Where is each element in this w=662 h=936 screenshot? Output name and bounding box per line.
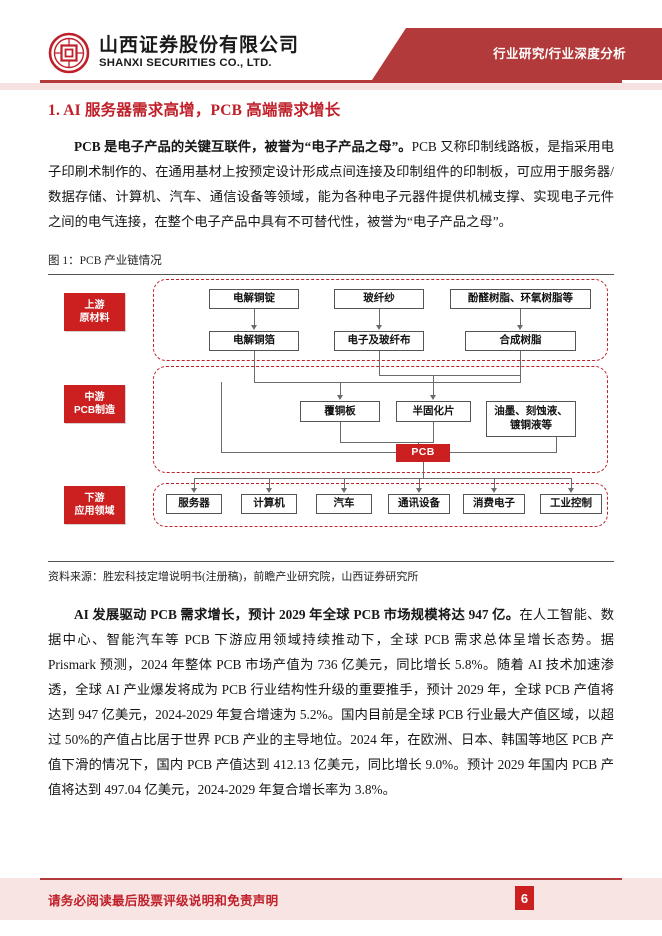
figure-pcb-value-chain: 上游 原材料 中游 PCB制造 下游 应用领域 电解铜锭 玻纤纱 酚醛树脂、环氧… bbox=[48, 274, 614, 562]
stage-label-upstream: 上游 原材料 bbox=[64, 293, 125, 331]
node-pcb: PCB bbox=[396, 444, 450, 462]
node-electronic-glass-cloth: 电子及玻纤布 bbox=[334, 331, 424, 351]
company-name-block: 山西证券股份有限公司 SHANXI SECURITIES CO., LTD. bbox=[99, 35, 299, 71]
arrow-drop-industrial-icon bbox=[568, 488, 574, 493]
footer-disclaimer: 请务必阅读最后股票评级说明和免责声明 bbox=[48, 894, 279, 908]
connector-drop-consumer bbox=[494, 478, 495, 489]
header-red-banner bbox=[372, 28, 662, 80]
connector-downstream-bus bbox=[194, 478, 571, 479]
stage-label-downstream: 下游 应用领域 bbox=[64, 486, 125, 524]
arrow-drop-comms-icon bbox=[416, 488, 422, 493]
arrow-drop-consumer-icon bbox=[491, 488, 497, 493]
figure-caption: 图 1：PCB 产业链情况 bbox=[48, 255, 162, 267]
stage-midstream-line1: 中游 bbox=[84, 391, 105, 403]
connector-bus-inner bbox=[379, 375, 521, 376]
connector-drop-auto bbox=[344, 478, 345, 489]
paragraph-1-lead: PCB 是电子产品的关键互联件，被誉为“电子产品之母”。 bbox=[74, 139, 412, 154]
connector-foil-to-pcb-vertical bbox=[221, 382, 222, 452]
connector-foil-to-pcb-horizontal bbox=[221, 452, 397, 453]
arrow-resin-to-synthetic-icon bbox=[517, 325, 523, 330]
paragraph-ai-demand: AI 发展驱动 PCB 需求增长，预计 2029 年全球 PCB 市场规模将达 … bbox=[48, 602, 614, 802]
node-industrial-control: 工业控制 bbox=[540, 494, 602, 514]
page-header: 行业研究/行业深度分析 山西证券股份有限公司 SHANXI SECURITIES… bbox=[0, 28, 662, 90]
connector-pcb-down bbox=[423, 462, 424, 478]
arrow-ingot-to-foil-icon bbox=[251, 325, 257, 330]
connector-yarn-to-cloth bbox=[379, 309, 380, 326]
node-computer: 计算机 bbox=[241, 494, 297, 514]
connector-bus-upper bbox=[254, 382, 521, 383]
node-ink-line2: 镀铜液等 bbox=[510, 419, 552, 431]
connector-ingot-to-foil bbox=[254, 309, 255, 326]
footer-divider bbox=[40, 878, 622, 880]
connector-drop-industrial bbox=[571, 478, 572, 489]
node-synthetic-resin: 合成树脂 bbox=[465, 331, 576, 351]
connector-to-ccl bbox=[340, 382, 341, 396]
connector-drop-server bbox=[194, 478, 195, 489]
connector-synthetic-drop bbox=[520, 351, 521, 383]
company-logo: 山西证券股份有限公司 SHANXI SECURITIES CO., LTD. bbox=[48, 32, 299, 74]
paragraph-1-body: PCB 又称印制线路板，是指采用电子印刷术制作的、在通用基材上按预定设计形成点间… bbox=[48, 139, 614, 229]
figure-source: 资料来源：胜宏科技定增说明书(注册稿)，前瞻产业研究院，山西证券研究所 bbox=[48, 571, 419, 583]
arrow-to-ccl-icon bbox=[337, 395, 343, 400]
stage-downstream-line1: 下游 bbox=[84, 492, 105, 504]
connector-to-prepreg bbox=[433, 375, 434, 396]
arrow-yarn-to-cloth-icon bbox=[376, 325, 382, 330]
page-footer: 请务必阅读最后股票评级说明和免责声明 6 bbox=[0, 878, 662, 920]
node-prepreg: 半固化片 bbox=[396, 401, 471, 422]
node-ink-etchant-plating: 油墨、刻蚀液、 镀铜液等 bbox=[486, 401, 576, 437]
node-glass-fiber-yarn: 玻纤纱 bbox=[334, 289, 424, 309]
header-report-type: 行业研究/行业深度分析 bbox=[493, 47, 626, 61]
connector-ink-down bbox=[556, 437, 557, 453]
stage-label-midstream: 中游 PCB制造 bbox=[64, 385, 125, 423]
connector-drop-computer bbox=[269, 478, 270, 489]
connector-cloth-drop bbox=[379, 351, 380, 376]
connector-prepreg-down bbox=[433, 422, 434, 442]
paragraph-pcb-definition: PCB 是电子产品的关键互联件，被誉为“电子产品之母”。PCB 又称印制线路板，… bbox=[48, 134, 614, 234]
arrow-drop-auto-icon bbox=[341, 488, 347, 493]
node-server: 服务器 bbox=[166, 494, 222, 514]
connector-drop-comms bbox=[419, 478, 420, 489]
figure-diagram: 上游 原材料 中游 PCB制造 下游 应用领域 电解铜锭 玻纤纱 酚醛树脂、环氧… bbox=[48, 275, 614, 537]
connector-resin-to-synthetic bbox=[520, 309, 521, 326]
node-automobile: 汽车 bbox=[316, 494, 372, 514]
connector-foil-drop bbox=[254, 351, 255, 383]
node-electrolytic-copper-foil: 电解铜箔 bbox=[209, 331, 299, 351]
upstream-zone bbox=[153, 279, 608, 361]
header-divider-light bbox=[0, 83, 662, 90]
node-communication-equipment: 通讯设备 bbox=[388, 494, 450, 514]
node-copper-clad-laminate: 覆铜板 bbox=[300, 401, 380, 422]
company-name-cn: 山西证券股份有限公司 bbox=[99, 35, 300, 57]
page-title: 1. AI 服务器需求高增，PCB 高端需求增长 bbox=[48, 102, 341, 119]
node-ink-line1: 油墨、刻蚀液、 bbox=[494, 405, 568, 418]
page-content: 1. AI 服务器需求高增，PCB 高端需求增长 PCB 是电子产品的关键互联件… bbox=[48, 98, 614, 804]
stage-downstream-line2: 应用领域 bbox=[74, 506, 115, 517]
stage-upstream-line1: 上游 bbox=[84, 299, 105, 311]
company-name-en: SHANXI SECURITIES CO., LTD. bbox=[99, 57, 272, 70]
midstream-zone bbox=[153, 366, 608, 473]
stage-midstream-line2: PCB制造 bbox=[73, 405, 116, 416]
stage-upstream-line2: 原材料 bbox=[79, 313, 110, 324]
connector-ink-to-pcb bbox=[448, 452, 557, 453]
node-electrolytic-copper-ingot: 电解铜锭 bbox=[209, 289, 299, 309]
arrow-drop-server-icon bbox=[191, 488, 197, 493]
connector-ccl-prepreg-merge bbox=[340, 442, 434, 443]
connector-ccl-down bbox=[340, 422, 341, 442]
downstream-zone bbox=[153, 483, 608, 527]
paragraph-2-lead: AI 发展驱动 PCB 需求增长，预计 2029 年全球 PCB 市场规模将达 … bbox=[74, 607, 520, 622]
arrow-drop-computer-icon bbox=[266, 488, 272, 493]
header-divider bbox=[40, 80, 622, 83]
shanxi-securities-seal-logo-icon bbox=[48, 32, 90, 74]
page-number: 6 bbox=[515, 886, 534, 910]
node-phenolic-epoxy-resin: 酚醛树脂、环氧树脂等 bbox=[450, 289, 591, 309]
node-consumer-electronics: 消费电子 bbox=[463, 494, 525, 514]
paragraph-2-body: 在人工智能、数据中心、智能汽车等 PCB 下游应用领域持续推动下，全球 PCB … bbox=[48, 607, 615, 797]
arrow-to-prepreg-icon bbox=[430, 395, 436, 400]
